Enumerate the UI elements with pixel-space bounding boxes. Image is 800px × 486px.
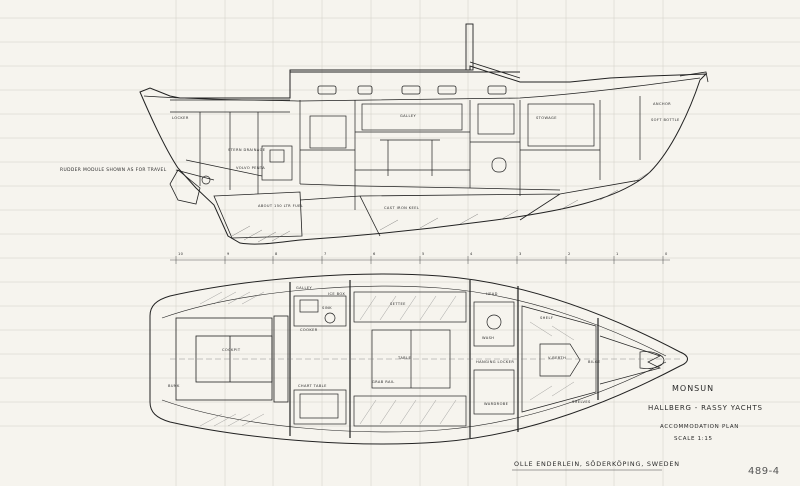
profile-anchor-label: ANCHOR <box>653 102 672 106</box>
profile-galley-label: GALLEY <box>400 114 417 118</box>
profile-coachroof <box>289 61 521 98</box>
plan-bunk-label: BUNK <box>168 384 180 388</box>
plan-head <box>473 301 515 415</box>
plan-view <box>149 273 688 445</box>
plan-v-berth <box>521 305 597 413</box>
profile-cockpit-locker-label: LOCKER <box>172 116 189 120</box>
plan-settee-label: SETTEE <box>390 302 406 306</box>
plan-v-berth-label: V-BERTH <box>548 356 567 360</box>
drawing-number: 489-4 <box>748 466 780 477</box>
profile-portlights <box>317 85 507 95</box>
profile-hull-outline <box>139 65 708 245</box>
profile-engine-label: VOLVO PENTA <box>236 166 266 170</box>
station-number: 1 <box>616 252 619 256</box>
station-number: 10 <box>178 252 184 256</box>
plan-wardrobe-label: WARDROBE <box>484 402 509 406</box>
plan-saloon-table-label: TABLE <box>398 356 412 360</box>
plan-hatching <box>199 291 575 427</box>
profile-hull-hatching <box>231 171 651 243</box>
plan-forepeak <box>599 335 661 385</box>
station-number: 5 <box>422 252 425 256</box>
plan-cockpit-label: COCKPIT <box>222 348 241 352</box>
profile-stowage-label: STOWAGE <box>536 116 557 120</box>
station-ruler <box>170 256 670 264</box>
plan-chart-table-label: CHART TABLE <box>298 384 327 388</box>
profile-keel-label: CAST IRON KEEL <box>384 206 420 210</box>
profile-sheer-line <box>143 77 701 102</box>
profile-view <box>139 23 709 245</box>
profile-exhaust-label: STERN DRAINAGE <box>228 148 266 152</box>
plan-grab-rail-label: GRAB RAIL <box>372 380 395 384</box>
station-number: 0 <box>665 252 668 256</box>
station-number: 4 <box>470 252 473 256</box>
profile-fuel-tank <box>213 191 303 239</box>
title-plan-name: ACCOMMODATION PLAN <box>660 424 740 430</box>
profile-pulpit <box>679 71 709 83</box>
station-number: 9 <box>227 252 230 256</box>
plan-anchor-well <box>639 351 665 369</box>
plan-cooker-label: COOKER <box>300 328 318 332</box>
plan-shelves-port-label: SHELVES <box>572 400 591 404</box>
title-scale: SCALE 1:15 <box>674 436 713 442</box>
profile-fuel-tank-label: ABOUT 150 LTR FUEL <box>258 204 304 208</box>
plan-sink-label: SINK <box>322 306 332 310</box>
plan-galley-chart <box>293 295 347 425</box>
plan-hanging-locker-label: HANGING LOCKER <box>476 360 515 364</box>
profile-mast <box>465 23 474 71</box>
profile-rudder <box>169 169 201 205</box>
profile-chain-locker-label: SOFT BOTTLE <box>651 118 680 122</box>
plan-head-label: HEAD <box>486 292 498 296</box>
plan-wash-label: WASH <box>482 336 495 340</box>
plan-bilge-label: BILGE <box>588 360 601 364</box>
profile-cockpit-engine <box>170 99 293 194</box>
plan-ice-box-label: ICE BOX <box>328 292 346 296</box>
station-number: 2 <box>568 252 571 256</box>
profile-interior <box>299 96 641 210</box>
plan-hull-outline <box>149 273 688 445</box>
profile-rudder-note: RUDDER MODULE SHOWN AS FOR TRAVEL <box>60 168 167 173</box>
station-number: 3 <box>519 252 522 256</box>
profile-keel <box>299 179 641 237</box>
station-number: 6 <box>373 252 376 256</box>
station-number: 7 <box>324 252 327 256</box>
station-number: 8 <box>275 252 278 256</box>
plan-galley-label: GALLEY <box>296 286 313 290</box>
plan-shelf-label: SHELF <box>540 316 554 320</box>
designer-signature: OLLE ENDERLEIN, SÖDERKÖPING, SWEDEN <box>514 460 680 468</box>
title-boat-name: MONSUN <box>672 384 715 393</box>
title-builder: HALLBERG - RASSY YACHTS <box>648 404 763 412</box>
